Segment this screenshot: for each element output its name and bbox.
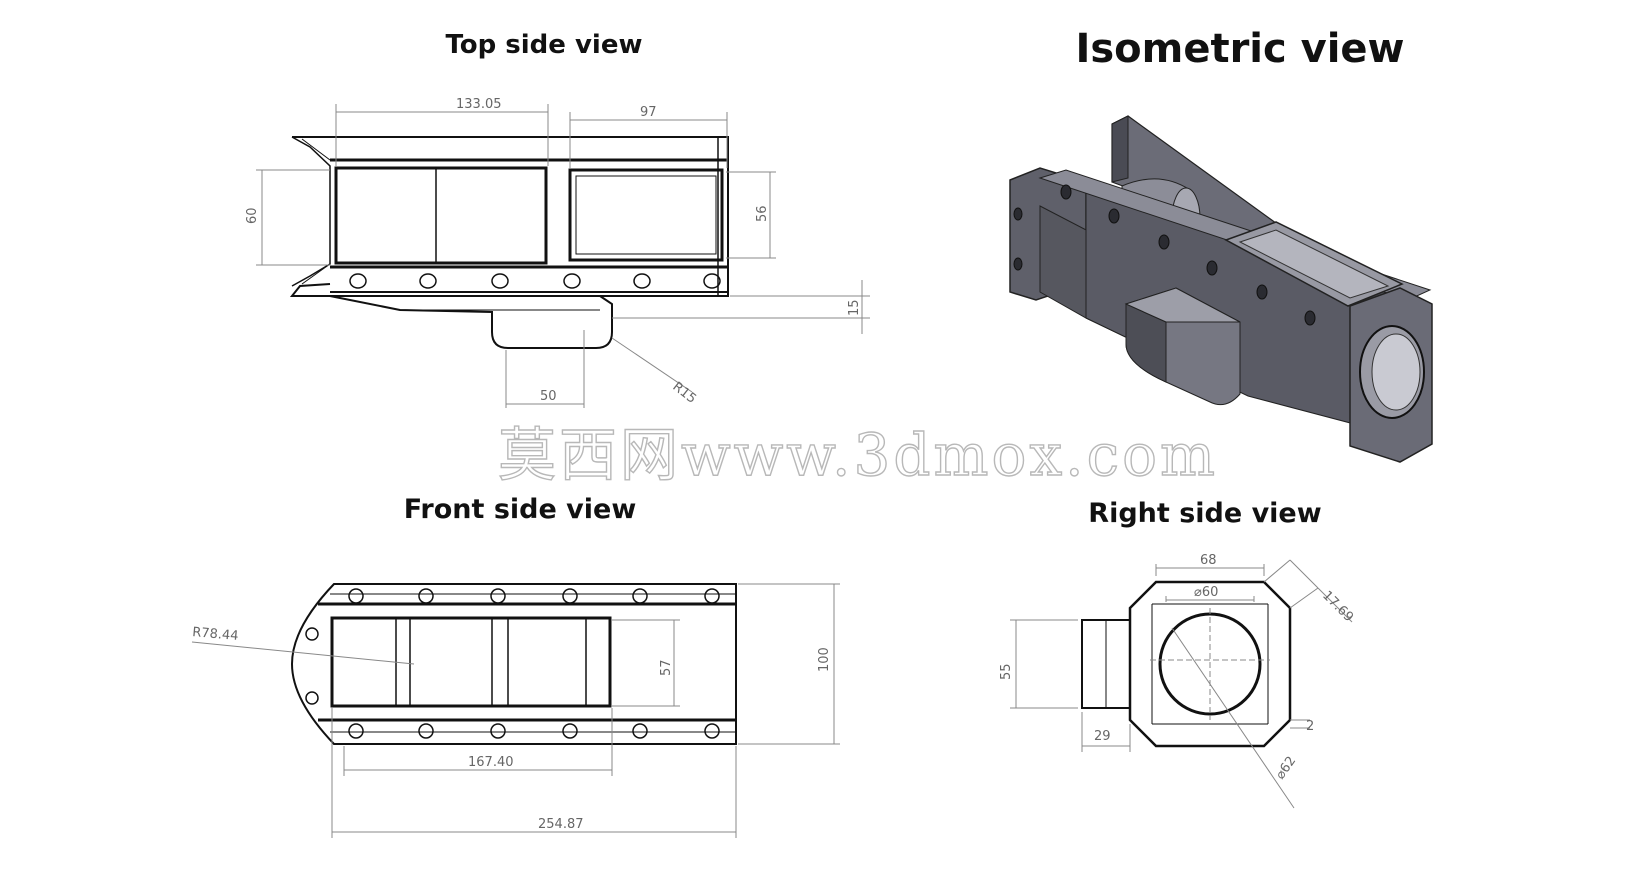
dim-50: 50 — [540, 389, 557, 404]
isometric-view-drawing — [1009, 115, 1433, 463]
dim-100: 100 — [817, 647, 832, 672]
dim-17-69: 17.69 — [1319, 588, 1356, 625]
front-view-drawing — [290, 583, 737, 745]
watermark-text: 莫西网www.3dmox.com — [497, 420, 1218, 489]
dim-133-05: 133.05 — [456, 97, 502, 112]
top-view-title: Top side view — [445, 30, 643, 60]
front-view-dimensions — [191, 583, 840, 838]
dim-29: 29 — [1094, 729, 1111, 744]
dim-15: 15 — [847, 299, 862, 316]
isometric-view-title: Isometric view — [1075, 26, 1405, 72]
dim-57: 57 — [659, 659, 674, 676]
dim-r78-44: R78.44 — [192, 625, 239, 644]
dim-97: 97 — [640, 105, 657, 120]
front-view-title: Front side view — [403, 494, 637, 525]
dim-60: 60 — [245, 207, 260, 224]
dim-r15: R15 — [670, 379, 699, 407]
top-view-drawing — [289, 136, 729, 349]
dim-254-87: 254.87 — [538, 817, 584, 832]
dim-dia62: ⌀62 — [1273, 754, 1299, 783]
dim-55: 55 — [999, 663, 1014, 680]
dim-167-40: 167.40 — [468, 755, 514, 770]
right-view-dimensions — [1010, 559, 1353, 809]
right-view-title: Right side view — [1088, 498, 1322, 529]
dim-dia60: ⌀60 — [1194, 585, 1218, 600]
right-view-drawing — [1081, 580, 1292, 748]
dim-2: 2 — [1306, 719, 1314, 734]
top-view-dimensions — [256, 104, 870, 408]
dim-68: 68 — [1200, 553, 1217, 568]
dim-56: 56 — [755, 205, 770, 222]
